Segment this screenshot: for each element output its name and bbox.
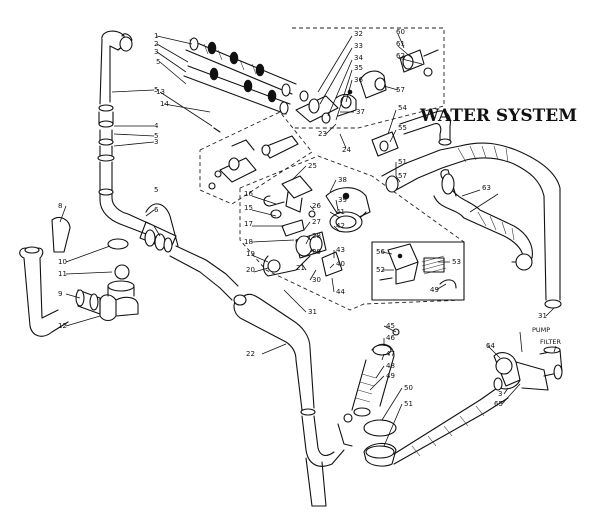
valve-assembly-upper xyxy=(295,49,439,124)
callout-62-c26: 62 xyxy=(396,52,405,60)
bracket-assembly-14 xyxy=(208,127,299,190)
callout-16-c38: 16 xyxy=(244,190,253,198)
callout-27-c42: 27 xyxy=(312,218,321,226)
callout-26-c40: 26 xyxy=(312,202,321,210)
callout-8-c13: 8 xyxy=(58,202,62,210)
callout-51-c32: 51 xyxy=(398,158,407,166)
elbow-hose-54 xyxy=(371,110,452,157)
callout-54-c30: 54 xyxy=(398,104,407,112)
callout-4-c8: 4 xyxy=(154,122,159,130)
callout-65-c69: 65 xyxy=(494,400,503,408)
callout-44-c54: 44 xyxy=(336,288,345,296)
callout-28-c44: 28 xyxy=(312,232,321,240)
callout-52-c56: 52 xyxy=(376,266,385,274)
pump-filter-right xyxy=(493,346,563,391)
callout-57-c33: 57 xyxy=(398,172,407,180)
callout-12-c17: 12 xyxy=(58,322,67,330)
callout-63-c34: 63 xyxy=(482,184,491,192)
callout-43-c53: 43 xyxy=(336,246,345,254)
diagram-title: WATER SYSTEM xyxy=(419,106,577,126)
callout-14-c6: 14 xyxy=(160,100,169,108)
callout-18-c43: 18 xyxy=(244,238,253,246)
callout-37-c23: 37 xyxy=(356,108,365,116)
callout-25-c35: 25 xyxy=(308,162,317,170)
callout-41-c51: 41 xyxy=(336,208,345,216)
callout-48-c63: 48 xyxy=(386,362,395,370)
callout-29-c48: 29 xyxy=(312,248,321,256)
callout-60-c24: 60 xyxy=(396,28,405,36)
callout-24-c29: 24 xyxy=(342,146,351,154)
callout-34-c20: 34 xyxy=(354,54,363,62)
callout-17-c41: 17 xyxy=(244,220,253,228)
left-vertical-hose xyxy=(97,30,151,235)
callout-55-c31: 55 xyxy=(398,124,407,132)
coupling-assembly-left xyxy=(139,203,239,301)
callout-9-c16: 9 xyxy=(58,290,62,298)
callout-22-c65: 22 xyxy=(246,350,255,358)
lower-drain-hose xyxy=(233,293,345,507)
callout-23-c28: 23 xyxy=(318,130,327,138)
upper-tube-assembly xyxy=(183,37,297,115)
callout-56-c55: 56 xyxy=(376,248,385,256)
callout-31-c50: 31 xyxy=(308,308,317,316)
callout-30-c49: 30 xyxy=(312,276,321,284)
callout-36-c22: 36 xyxy=(354,76,363,84)
dashed-box-middle-left xyxy=(199,111,313,205)
solenoid-box xyxy=(371,241,465,301)
callout-3-c68: 3 xyxy=(498,390,502,398)
callout-5-c11: 5 xyxy=(154,186,158,194)
callout-45-c60: 45 xyxy=(386,322,395,330)
callout-50-c70: 50 xyxy=(404,384,413,392)
callout-46-c61: 46 xyxy=(386,334,395,342)
callout-53-c57: 53 xyxy=(452,258,461,266)
callout-39-c37: 39 xyxy=(338,196,347,204)
dashed-box-center xyxy=(239,155,465,311)
callout-33-c19: 33 xyxy=(354,42,363,50)
callout-15-c39: 15 xyxy=(244,204,253,212)
callout-5-c7: 5 xyxy=(154,86,158,94)
callout-40-c59: 40 xyxy=(336,260,345,268)
callout-numbers: 1235131454535681011912323334353637606162… xyxy=(58,28,547,408)
leader-lines xyxy=(59,33,557,447)
callout-13-c5: 13 xyxy=(156,88,165,96)
callout-57-c27: 57 xyxy=(396,86,405,94)
callout-64-c67: 64 xyxy=(486,342,495,350)
right-hose-assembly xyxy=(381,142,562,309)
callout-2-c2: 2 xyxy=(154,40,158,48)
callout-5-c4: 5 xyxy=(156,58,160,66)
callout-19-c45: 19 xyxy=(246,250,255,258)
filter-label: FILTER xyxy=(540,338,561,346)
callout-20-c46: 20 xyxy=(246,266,255,274)
callout-6-c12: 6 xyxy=(154,206,159,214)
callout-49-c64: 49 xyxy=(386,372,395,380)
drain-pipe-45-49 xyxy=(337,328,400,447)
pump-label: PUMP xyxy=(532,326,550,334)
callout-38-c36: 38 xyxy=(338,176,347,184)
callout-35-c21: 35 xyxy=(354,64,363,72)
solenoid-parts xyxy=(379,243,457,289)
left-pump-parts xyxy=(19,217,139,337)
callout-31-c66: 31 xyxy=(538,312,547,320)
callout-61-c25: 61 xyxy=(396,40,405,48)
callout-49-c58: 49 xyxy=(430,286,439,294)
callout-42-c52: 42 xyxy=(336,222,345,230)
callout-1-c1: 1 xyxy=(154,32,158,40)
callout-3-c3: 3 xyxy=(154,48,158,56)
sump-filter xyxy=(363,385,509,467)
callout-47-c62: 47 xyxy=(386,350,395,358)
callout-32-c18: 32 xyxy=(354,30,363,38)
callout-5-c9: 5 xyxy=(154,132,158,140)
callout-21-c47: 21 xyxy=(296,264,305,272)
dashed-box-upper-right xyxy=(292,27,445,129)
callout-10-c14: 10 xyxy=(58,258,67,266)
callout-3-c10: 3 xyxy=(154,138,158,146)
callout-51-c71: 51 xyxy=(404,400,413,408)
callout-11-c15: 11 xyxy=(58,270,67,278)
